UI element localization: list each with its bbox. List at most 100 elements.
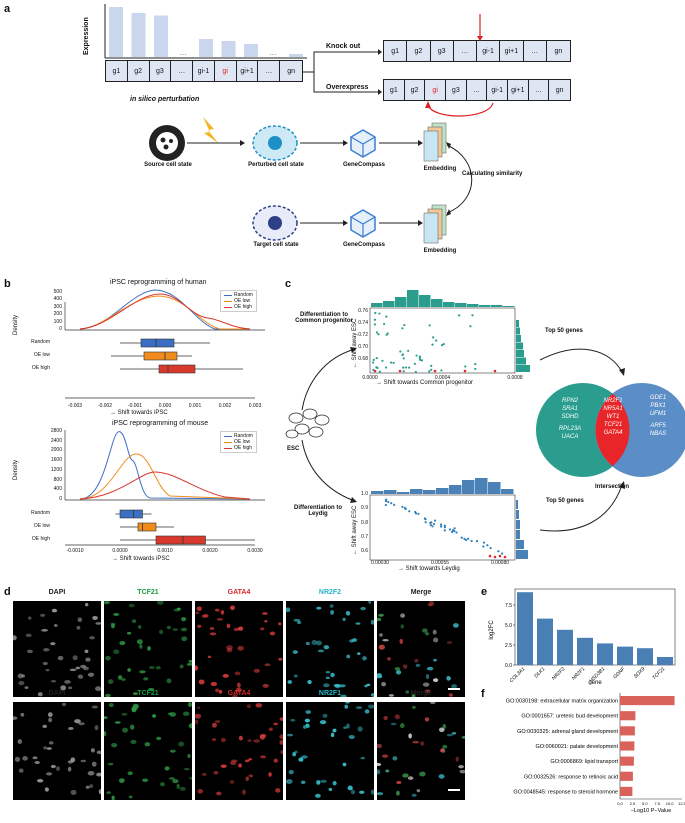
bottom-scatter-ytick: 0.7 bbox=[361, 533, 368, 540]
cell-blob bbox=[42, 661, 48, 666]
cell-blob bbox=[268, 727, 273, 731]
cell-blob bbox=[111, 623, 115, 629]
human-ytick: 100 bbox=[53, 318, 62, 325]
venn-gene: SRA1 bbox=[562, 406, 578, 412]
cell-blob bbox=[414, 659, 419, 663]
gene-cell: g1 bbox=[384, 41, 408, 61]
cell-blob bbox=[342, 762, 347, 767]
cell-blob bbox=[74, 719, 81, 724]
cell-blob bbox=[220, 737, 226, 743]
scatter-point bbox=[453, 527, 456, 530]
cell-blob bbox=[378, 644, 386, 650]
scatter-point bbox=[414, 512, 418, 515]
cell-blob bbox=[64, 680, 71, 684]
hist-bar bbox=[516, 342, 523, 350]
ellipsis-mark: … bbox=[180, 50, 187, 57]
cell-blob bbox=[332, 781, 337, 786]
cell-blob bbox=[242, 789, 246, 795]
cell-blob bbox=[424, 689, 431, 694]
cell-blob bbox=[209, 632, 217, 636]
cell-blob bbox=[387, 657, 391, 661]
mouse-ytick: 800 bbox=[53, 476, 62, 483]
scatter-point bbox=[443, 529, 446, 532]
scatter-point bbox=[375, 356, 378, 360]
f-bar bbox=[620, 726, 635, 736]
hist-bar bbox=[423, 490, 436, 494]
scatter-point bbox=[384, 503, 387, 507]
cell-blob bbox=[346, 723, 350, 729]
cell-blob bbox=[433, 678, 439, 683]
mouse-xtick: 0.0000 bbox=[112, 548, 128, 554]
cell-blob bbox=[402, 664, 408, 669]
cell-blob bbox=[179, 786, 186, 791]
micrograph-cells bbox=[377, 601, 460, 697]
diff-common-label: Differentiation to Common progenitor bbox=[295, 312, 353, 324]
cell-blob bbox=[17, 673, 24, 679]
f-bar bbox=[620, 771, 633, 781]
cell-blob bbox=[305, 641, 310, 646]
scatter-point bbox=[497, 550, 500, 553]
scatter-point bbox=[433, 519, 437, 522]
mouse-xlabel: → Shift towards iPSC bbox=[112, 556, 170, 562]
micrograph-cells bbox=[104, 601, 192, 697]
cell-blob bbox=[218, 689, 223, 694]
hist-bar bbox=[516, 550, 528, 559]
cell-blob bbox=[333, 683, 340, 688]
cell-blob bbox=[212, 738, 217, 741]
f-xlabel: −Log10 P−Value bbox=[631, 808, 672, 814]
cell-blob bbox=[60, 685, 67, 691]
cell-blob bbox=[247, 739, 252, 742]
cell-blob bbox=[432, 629, 437, 635]
cell-blob bbox=[330, 610, 335, 615]
cell-blob bbox=[107, 762, 114, 766]
f-category-label: GO:0048545: response to steroid hormone bbox=[513, 789, 618, 795]
cell-blob bbox=[148, 688, 155, 691]
scatter-point bbox=[466, 537, 470, 540]
cell-blob bbox=[399, 723, 405, 729]
expression-axis-label: Expression bbox=[83, 17, 90, 55]
legend-label: OE low bbox=[234, 439, 251, 445]
cell-blob bbox=[260, 627, 265, 631]
venn-gene: RPL23A bbox=[558, 426, 582, 432]
scatter-point bbox=[453, 530, 456, 533]
cell-blob bbox=[215, 688, 220, 693]
cell-blob bbox=[248, 774, 254, 778]
cell-blob bbox=[446, 675, 451, 681]
cell-blob bbox=[346, 654, 351, 659]
cell-blob bbox=[364, 684, 368, 688]
cell-blob bbox=[209, 627, 215, 630]
micrograph-cells bbox=[195, 703, 283, 796]
scatter-point bbox=[431, 343, 434, 346]
top50-label-b: Top 50 genes bbox=[546, 498, 584, 504]
cell-blob bbox=[262, 612, 268, 615]
cell-blob bbox=[48, 741, 54, 745]
cell-blob bbox=[319, 720, 327, 725]
cell-blob bbox=[77, 617, 83, 623]
scatter-point bbox=[392, 361, 395, 365]
scatter-point bbox=[390, 502, 393, 505]
top-scatter-xtick: 0.0000 bbox=[362, 375, 378, 381]
f-category-label: GO:0030198: extracellular matrix organiz… bbox=[506, 699, 618, 705]
scatter-point bbox=[377, 333, 380, 336]
f-bar bbox=[620, 741, 635, 751]
cell-blob bbox=[226, 647, 233, 653]
cell-blob bbox=[169, 777, 175, 780]
micrograph-label: Merge bbox=[410, 589, 432, 596]
cell-blob bbox=[350, 789, 356, 795]
cell-blob bbox=[269, 631, 276, 636]
mouse-ytick: 2000 bbox=[50, 447, 62, 454]
cell-blob bbox=[379, 633, 383, 637]
scatter-point-red bbox=[433, 369, 437, 373]
scatter-point bbox=[404, 366, 408, 369]
gene-cell: g3 bbox=[446, 80, 467, 100]
cell-blob bbox=[96, 772, 101, 777]
cell-blob bbox=[25, 633, 32, 637]
venn-gene: UFM1 bbox=[649, 411, 667, 417]
cell-blob bbox=[234, 671, 241, 676]
cell-blob bbox=[184, 767, 190, 771]
cell-blob bbox=[111, 742, 118, 748]
cell-blob bbox=[17, 739, 23, 744]
cell-blob bbox=[182, 711, 190, 716]
expression-bar bbox=[199, 39, 213, 57]
